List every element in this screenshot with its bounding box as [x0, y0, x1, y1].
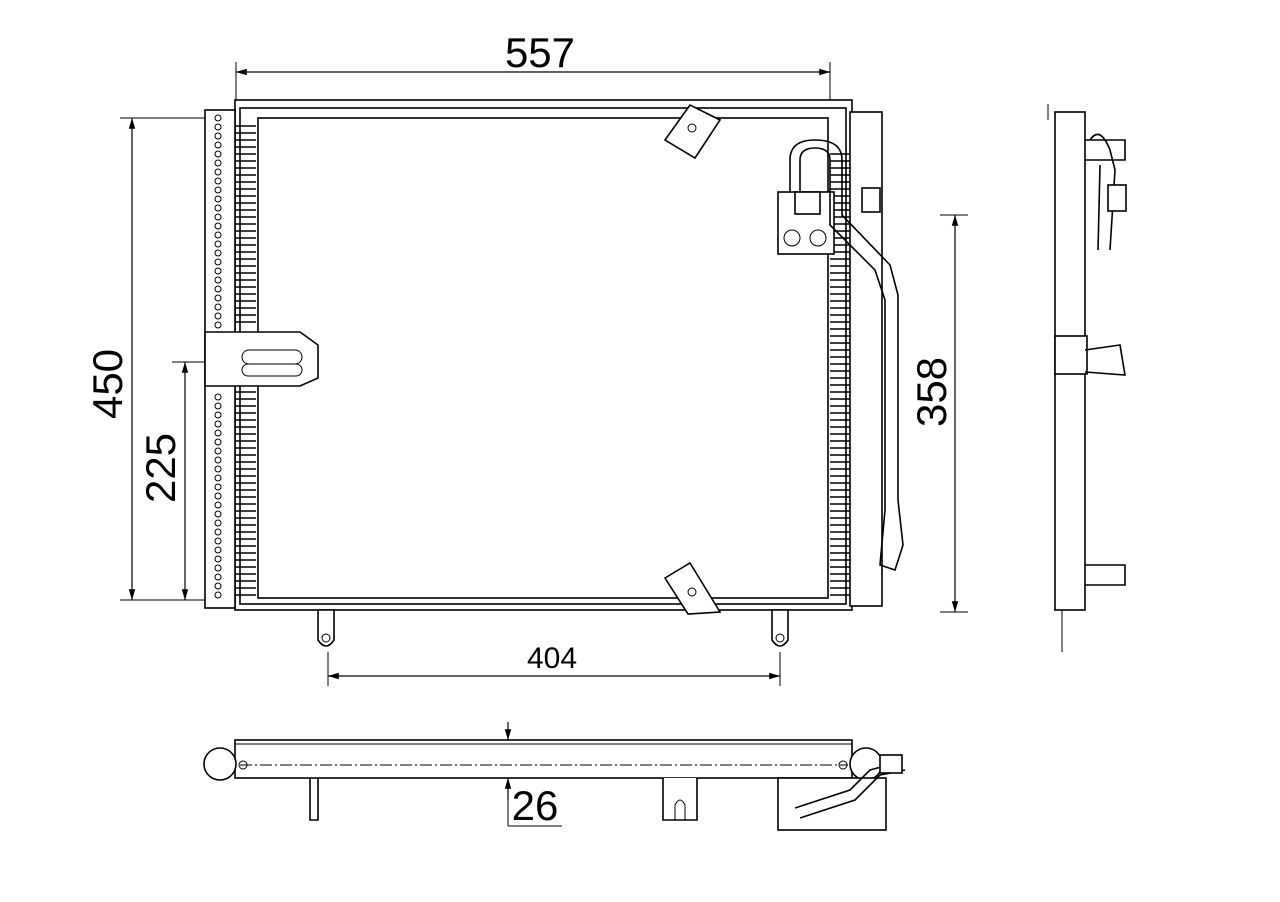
tank-hole: [214, 411, 222, 419]
tank-hole: [214, 204, 222, 212]
tank-hole: [214, 141, 222, 149]
dimension-mount-spacing: 404: [327, 642, 781, 686]
tank-hole: [214, 312, 222, 320]
tank-hole: [214, 123, 222, 131]
tank-hole: [214, 420, 222, 428]
tank-hole: [214, 573, 222, 581]
left-fins: [235, 125, 256, 596]
tank-hole: [214, 483, 222, 491]
tank-hole: [214, 438, 222, 446]
foot-right: [771, 609, 789, 647]
tank-hole: [214, 159, 222, 167]
tank-hole: [214, 393, 222, 401]
dimension-side-height: 358: [908, 214, 968, 613]
tank-hole: [214, 537, 222, 545]
tank-hole: [214, 195, 222, 203]
tank-hole: [214, 303, 222, 311]
mount-spacing-label: 404: [527, 642, 577, 675]
tank-hole: [214, 213, 222, 221]
tank-hole: [214, 555, 222, 563]
tank-hole: [214, 249, 222, 257]
tank-hole: [214, 258, 222, 266]
tank-hole: [214, 186, 222, 194]
tank-hole: [214, 276, 222, 284]
dimension-depth: 26: [504, 722, 562, 829]
depth-label: 26: [512, 782, 559, 829]
tank-hole: [214, 150, 222, 158]
height-label: 450: [84, 349, 131, 419]
tank-hole: [214, 474, 222, 482]
side-height-label: 358: [908, 357, 955, 427]
tank-hole: [214, 168, 222, 176]
tank-hole: [214, 294, 222, 302]
tank-hole: [214, 519, 222, 527]
right-fins: [830, 153, 850, 596]
tank-hole: [214, 456, 222, 464]
tank-hole: [214, 582, 222, 590]
left-bracket: [204, 331, 319, 387]
tank-hole: [214, 501, 222, 509]
front-view: [204, 99, 904, 647]
tank-hole: [214, 510, 222, 518]
tank-hole: [214, 546, 222, 554]
refrigerant-pipe: [789, 139, 904, 572]
tank-hole: [214, 528, 222, 536]
tank-hole: [214, 177, 222, 185]
right-tank: [849, 111, 883, 607]
tank-hole: [214, 402, 222, 410]
tank-hole: [214, 492, 222, 500]
dimension-height: 450: [84, 117, 205, 601]
tank-holes: [214, 114, 222, 599]
side-view: [1047, 104, 1127, 652]
pipe-flange: [777, 191, 835, 255]
dimension-width: 557: [235, 29, 831, 100]
tank-hole: [214, 231, 222, 239]
dimension-half-height: 225: [137, 361, 205, 600]
half-height-label: 225: [137, 433, 184, 503]
tank-hole: [214, 240, 222, 248]
foot-left: [317, 609, 335, 647]
tank-hole: [214, 321, 222, 329]
tank-hole: [214, 114, 222, 122]
tank-hole: [214, 447, 222, 455]
tank-hole: [214, 132, 222, 140]
tank-hole: [214, 591, 222, 599]
tank-hole: [214, 222, 222, 230]
width-label: 557: [505, 29, 575, 76]
bottom-view: [203, 739, 906, 831]
tank-hole: [214, 267, 222, 275]
tank-hole: [214, 429, 222, 437]
tank-hole: [214, 564, 222, 572]
tank-hole: [214, 465, 222, 473]
tank-hole: [214, 285, 222, 293]
